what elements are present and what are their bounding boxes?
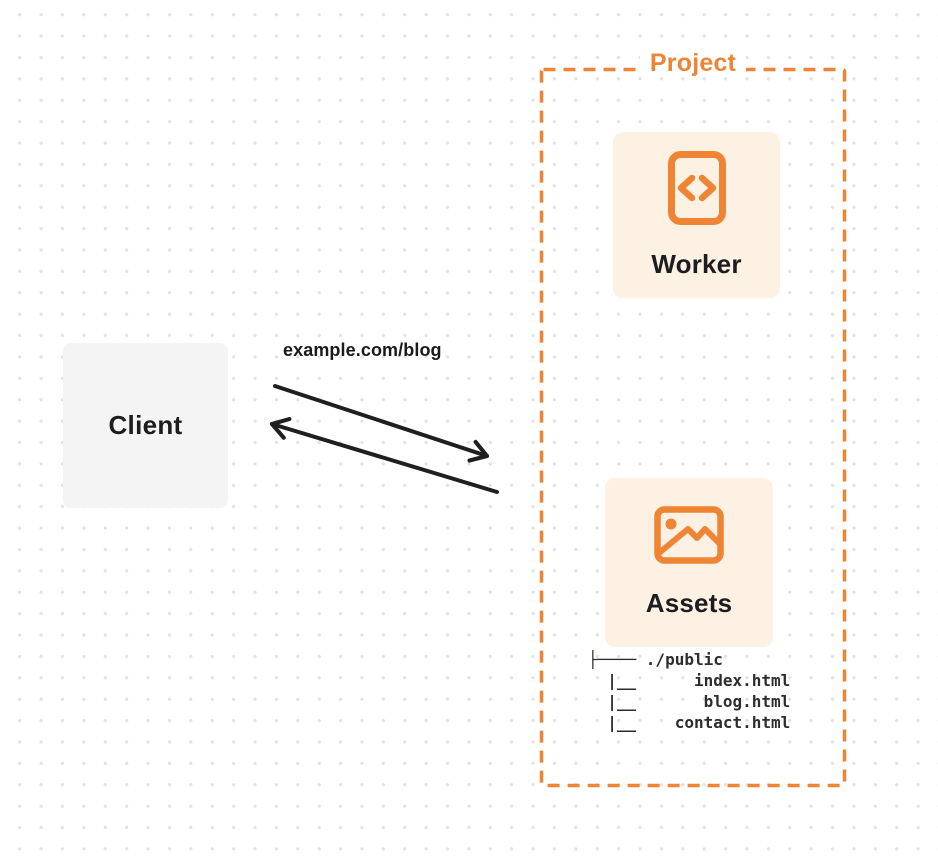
- client-label: Client: [108, 410, 183, 440]
- client-box: Client: [63, 343, 228, 508]
- image-picture-icon: [654, 506, 724, 564]
- assets-file-tree: ├──── ./public |__ index.html |__ blog.h…: [588, 649, 790, 733]
- request-arrow: [273, 384, 490, 463]
- worker-card: Worker: [613, 132, 780, 298]
- project-group-label: Project: [639, 50, 747, 77]
- file-tree-line: |__ blog.html: [588, 692, 791, 711]
- worker-label: Worker: [651, 248, 742, 279]
- assets-label: Assets: [645, 588, 733, 618]
- code-file-icon: [667, 150, 726, 225]
- response-arrow: [269, 416, 499, 494]
- request-url-label: example.com/blog: [283, 340, 442, 360]
- file-tree-line: |__ contact.html: [588, 713, 791, 732]
- file-tree-line: ├──── ./public: [588, 650, 723, 669]
- file-tree-line: |__ index.html: [588, 671, 791, 690]
- assets-card: Assets: [605, 478, 773, 647]
